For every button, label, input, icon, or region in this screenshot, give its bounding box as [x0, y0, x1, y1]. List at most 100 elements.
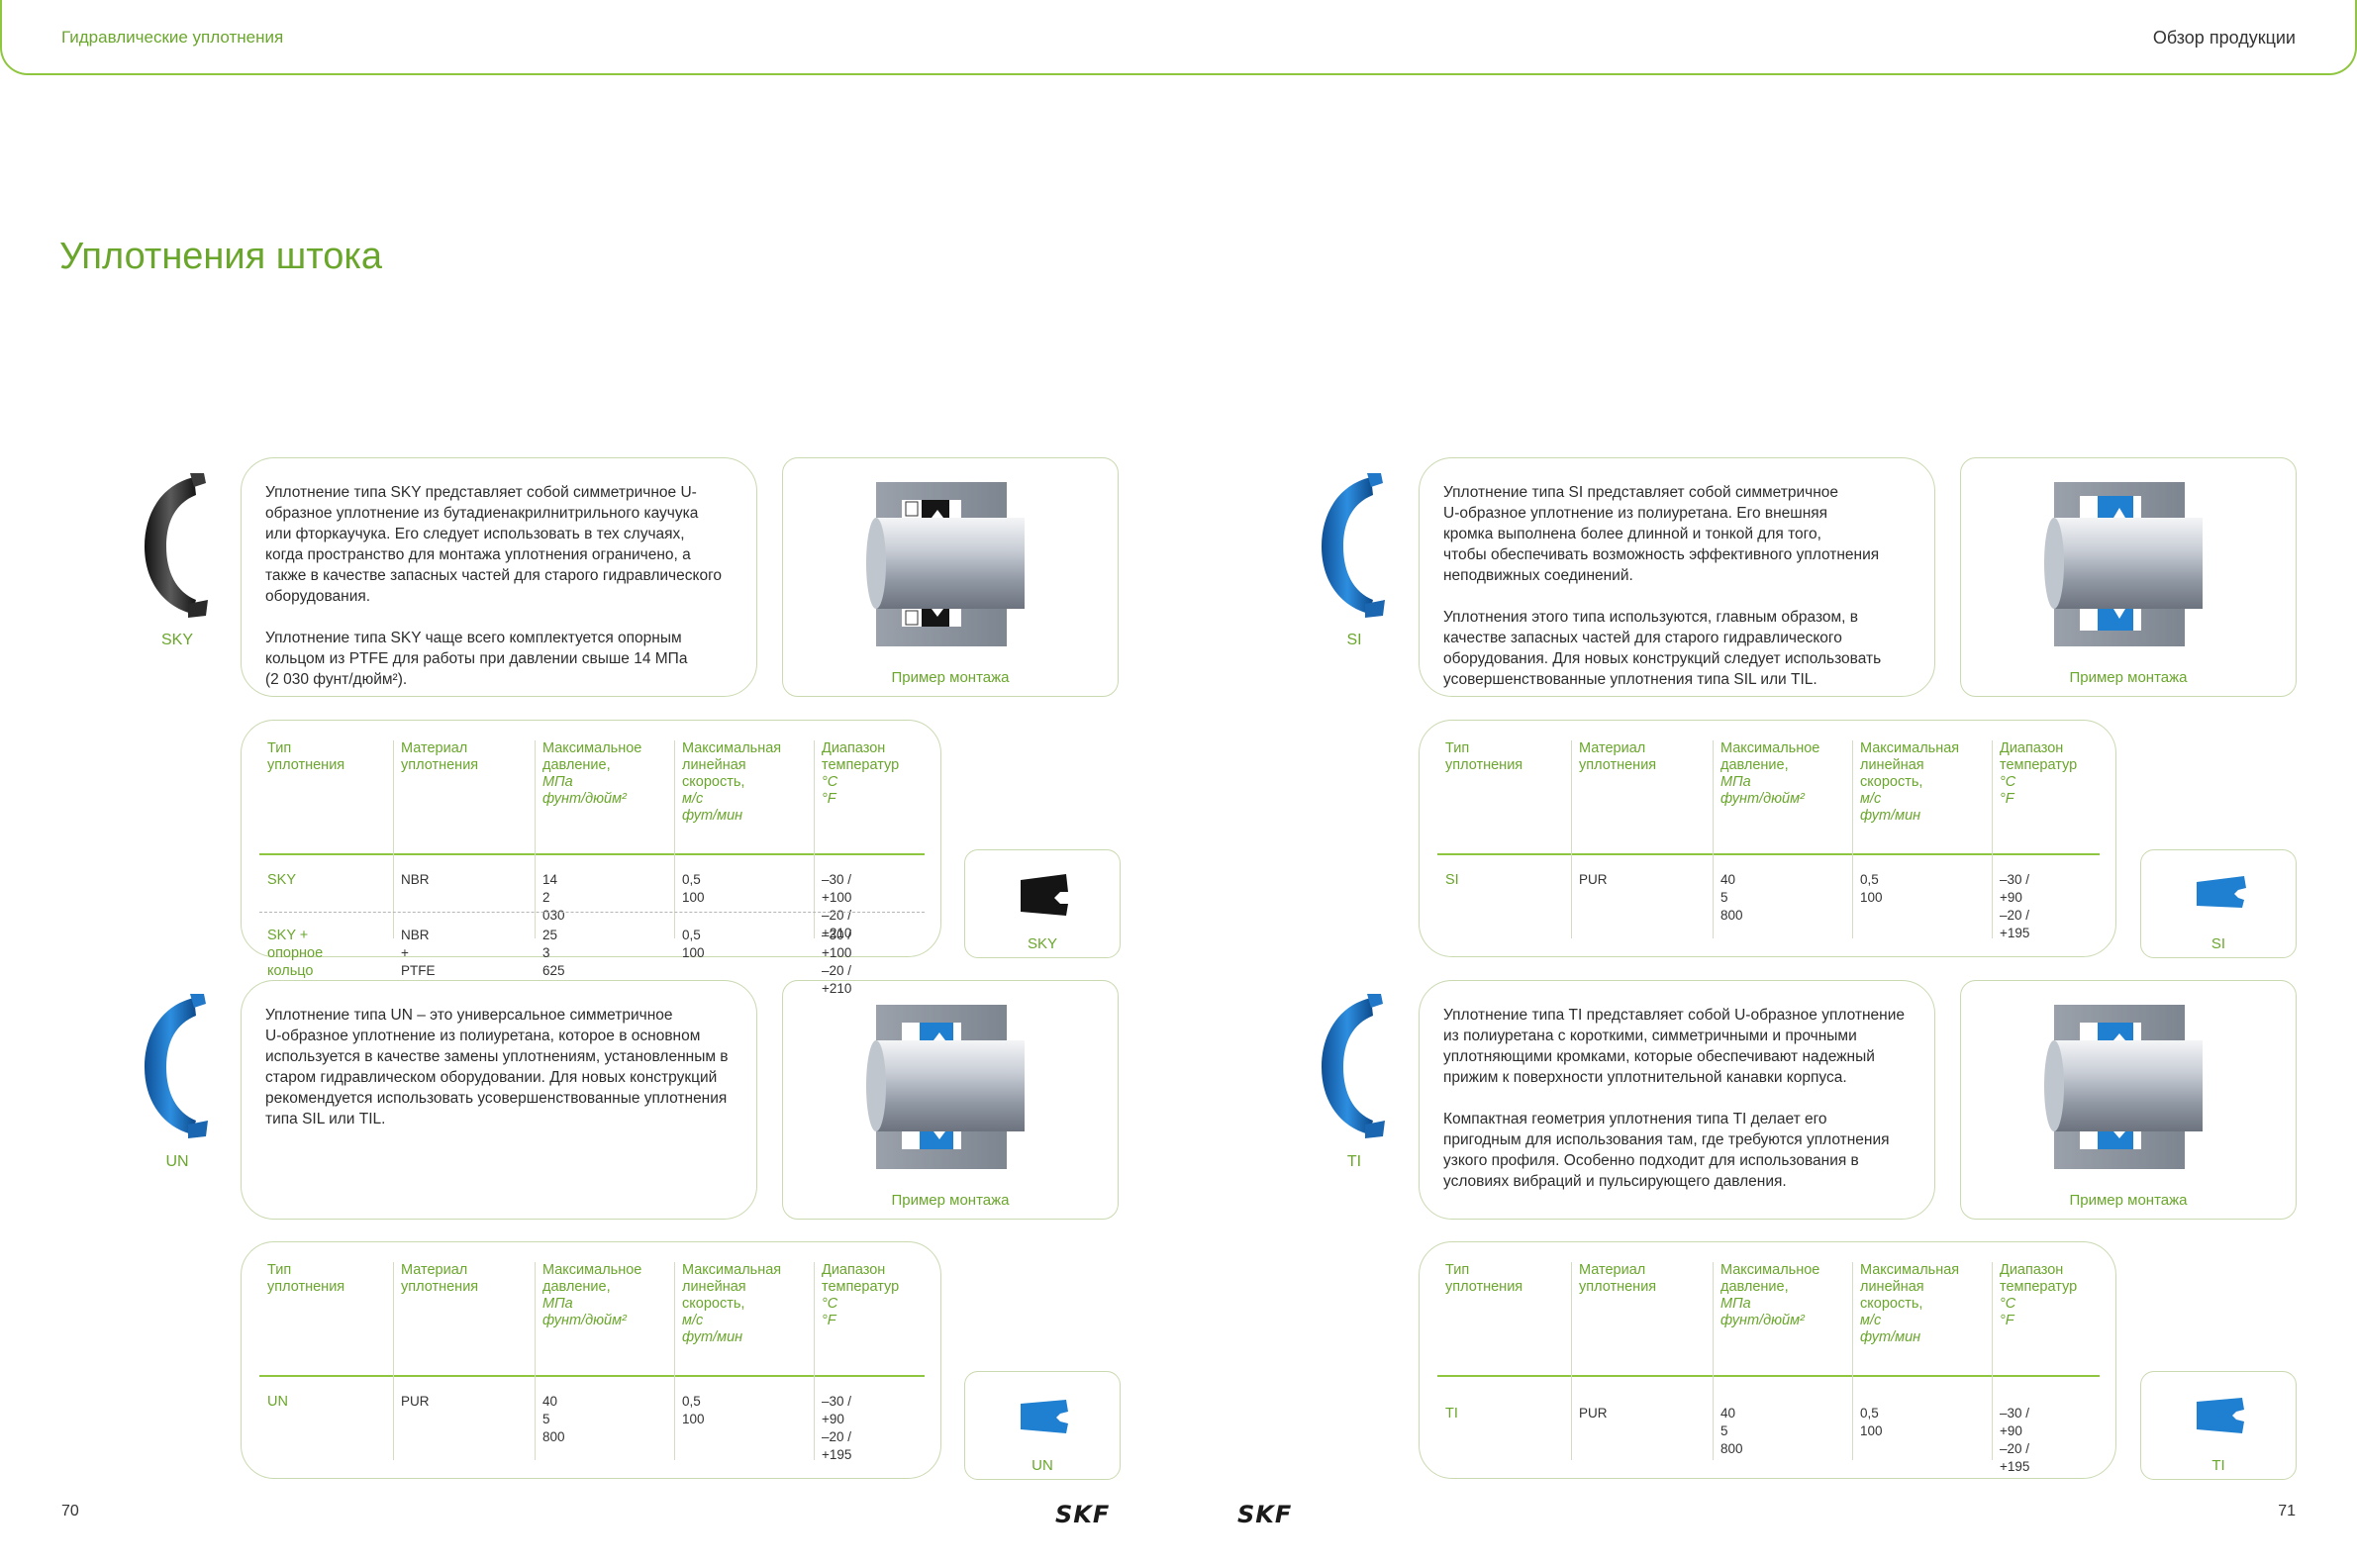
si-mount-caption: Пример монтажа — [2069, 669, 2188, 686]
sky-mount-example: Пример монтажа — [782, 457, 1119, 697]
header-divider — [1437, 1375, 2100, 1377]
sky-seal-caption: SKY — [160, 632, 193, 648]
temp-units: °C °F — [2000, 1296, 2016, 1328]
si-paragraph-2: Уплотнения этого типа используются, глав… — [1443, 609, 1882, 688]
page-number-left: 70 — [61, 1503, 79, 1519]
un-profile: UN — [964, 1371, 1121, 1480]
table-cell-material: PUR — [401, 1394, 430, 1409]
speed-units: м/с фут/мин — [1860, 1313, 1921, 1345]
table-cell-material: PUR — [1579, 872, 1608, 887]
si-description: Уплотнение типа SI представляет собой си… — [1419, 457, 1935, 697]
ti-mount-diagram — [2044, 1005, 2203, 1169]
un-description: Уплотнение типа UN – это универсальное с… — [241, 980, 757, 1220]
si-profile-icon — [2197, 876, 2246, 908]
sky-spec-table: Тип уплотнения Материал уплотнения Макси… — [241, 720, 941, 996]
si-seal-image — [1322, 473, 1385, 618]
sky-profile-icon — [1021, 874, 1068, 916]
pressure-label: Максимальное давление, — [542, 740, 642, 773]
table-cell-temp: –30 / +90 –20 / +195 — [2000, 1406, 2030, 1474]
col-header-type: Тип уплотнения — [1445, 1262, 1523, 1295]
sky-mount-diagram — [866, 482, 1025, 646]
col-header-material: Материал уплотнения — [401, 1262, 479, 1295]
col-header-pressure: Максимальное давление,МПа фунт/дюйм² — [542, 740, 641, 808]
temp-units: °C °F — [2000, 774, 2016, 807]
col-header-type: Тип уплотнения — [267, 1262, 345, 1295]
col-header-pressure: Максимальное давление,МПа фунт/дюйм² — [1720, 740, 1819, 808]
ti-profile-caption: TI — [2211, 1457, 2225, 1474]
temp-units: °C °F — [822, 774, 838, 807]
pressure-label: Максимальное давление, — [1720, 1262, 1820, 1295]
pressure-units: МПа фунт/дюйм² — [542, 1296, 627, 1328]
un-mount-diagram — [866, 1005, 1025, 1169]
col-header-type: Тип уплотнения — [1445, 740, 1523, 773]
col-header-speed: Максимальная линейная скорость,м/с фут/м… — [1860, 1262, 1959, 1346]
col-header-temp: Диапазон температур°C °F — [2000, 740, 2077, 808]
speed-units: м/с фут/мин — [682, 1313, 743, 1345]
un-seal-image — [145, 994, 208, 1138]
col-header-material: Материал уплотнения — [401, 740, 479, 773]
table-cell-type: UN — [267, 1394, 288, 1410]
table-cell-material: PUR — [1579, 1406, 1608, 1421]
table-cell-type: SKY — [267, 872, 297, 888]
un-seal-caption: UN — [165, 1153, 189, 1170]
speed-label: Максимальная линейная скорость, — [682, 740, 782, 790]
chapter-title: Обзор продукции — [2152, 28, 2296, 48]
table-cell-temp: –30 / +100 –20 / +210 — [822, 928, 852, 996]
sky-mount-caption: Пример монтажа — [891, 669, 1010, 686]
table-cell-pressure: 25 3 625 — [542, 928, 565, 978]
si-profile: SI — [2140, 849, 2297, 958]
ti-spec-table: Тип уплотнения Материал уплотнения Макси… — [1419, 1241, 2116, 1479]
un-profile-caption: UN — [1031, 1457, 1053, 1474]
ti-mount-example: Пример монтажа — [1960, 980, 2297, 1220]
sky-seal-image — [145, 473, 208, 618]
speed-units: м/с фут/мин — [1860, 791, 1921, 824]
pressure-label: Максимальное давление, — [542, 1262, 642, 1295]
un-spec-table: Тип уплотнения Материал уплотнения Макси… — [241, 1241, 941, 1479]
table-cell-pressure: 40 5 800 — [542, 1394, 565, 1444]
col-header-temp: Диапазон температур°C °F — [822, 740, 899, 808]
table-cell-pressure: 40 5 800 — [1720, 872, 1743, 923]
col-header-pressure: Максимальное давление,МПа фунт/дюйм² — [1720, 1262, 1819, 1329]
section-title: Гидравлические уплотнения — [61, 28, 284, 47]
speed-label: Максимальная линейная скорость, — [1860, 1262, 1960, 1312]
pressure-label: Максимальное давление, — [1720, 740, 1820, 773]
table-cell-material: NBR — [401, 872, 430, 887]
temp-units: °C °F — [822, 1296, 838, 1328]
un-mount-caption: Пример монтажа — [891, 1192, 1010, 1209]
pressure-units: МПа фунт/дюйм² — [542, 774, 627, 807]
si-profile-caption: SI — [2210, 935, 2226, 952]
skf-logo-right: SKF — [1237, 1501, 1293, 1528]
skf-logo-left: SKF — [1055, 1501, 1111, 1528]
table-cell-speed: 0,5 100 — [1860, 1406, 1883, 1438]
col-header-material: Материал уплотнения — [1579, 740, 1657, 773]
header-divider — [1437, 853, 2100, 855]
col-header-type: Тип уплотнения — [267, 740, 345, 773]
sky-description: Уплотнение типа SKY представляет собой с… — [241, 457, 757, 697]
table-cell-pressure: 40 5 800 — [1720, 1406, 1743, 1456]
col-header-speed: Максимальная линейная скорость,м/с фут/м… — [1860, 740, 1959, 825]
pressure-units: МПа фунт/дюйм² — [1720, 1296, 1805, 1328]
table-cell-speed: 0,5 100 — [682, 872, 705, 905]
header-divider — [259, 1375, 925, 1377]
temp-label: Диапазон температур — [822, 740, 900, 773]
speed-label: Максимальная линейная скорость, — [682, 1262, 782, 1312]
un-mount-example: Пример монтажа — [782, 980, 1119, 1220]
si-mount-diagram — [2044, 482, 2203, 646]
table-cell-temp: –30 / +90 –20 / +195 — [822, 1394, 852, 1462]
temp-label: Диапазон температур — [2000, 1262, 2078, 1295]
si-seal-caption: SI — [1346, 632, 1362, 648]
sky-profile: SKY — [964, 849, 1121, 958]
si-spec-table: Тип уплотнения Материал уплотнения Макси… — [1419, 720, 2116, 957]
table-cell-type: SKY + опорное кольцо — [267, 928, 324, 979]
table-cell-type: SI — [1445, 872, 1459, 888]
temp-label: Диапазон температур — [2000, 740, 2078, 773]
speed-units: м/с фут/мин — [682, 791, 743, 824]
table-cell-pressure: 14 2 030 — [542, 872, 565, 923]
speed-label: Максимальная линейная скорость, — [1860, 740, 1960, 790]
page-header — [0, 0, 2357, 75]
ti-paragraph-1: Уплотнение типа TI представляет собой U-… — [1443, 1007, 1905, 1086]
col-header-speed: Максимальная линейная скорость,м/с фут/м… — [682, 1262, 781, 1346]
col-header-pressure: Максимальное давление,МПа фунт/дюйм² — [542, 1262, 641, 1329]
row-divider — [259, 912, 925, 913]
col-header-temp: Диапазон температур°C °F — [2000, 1262, 2077, 1329]
